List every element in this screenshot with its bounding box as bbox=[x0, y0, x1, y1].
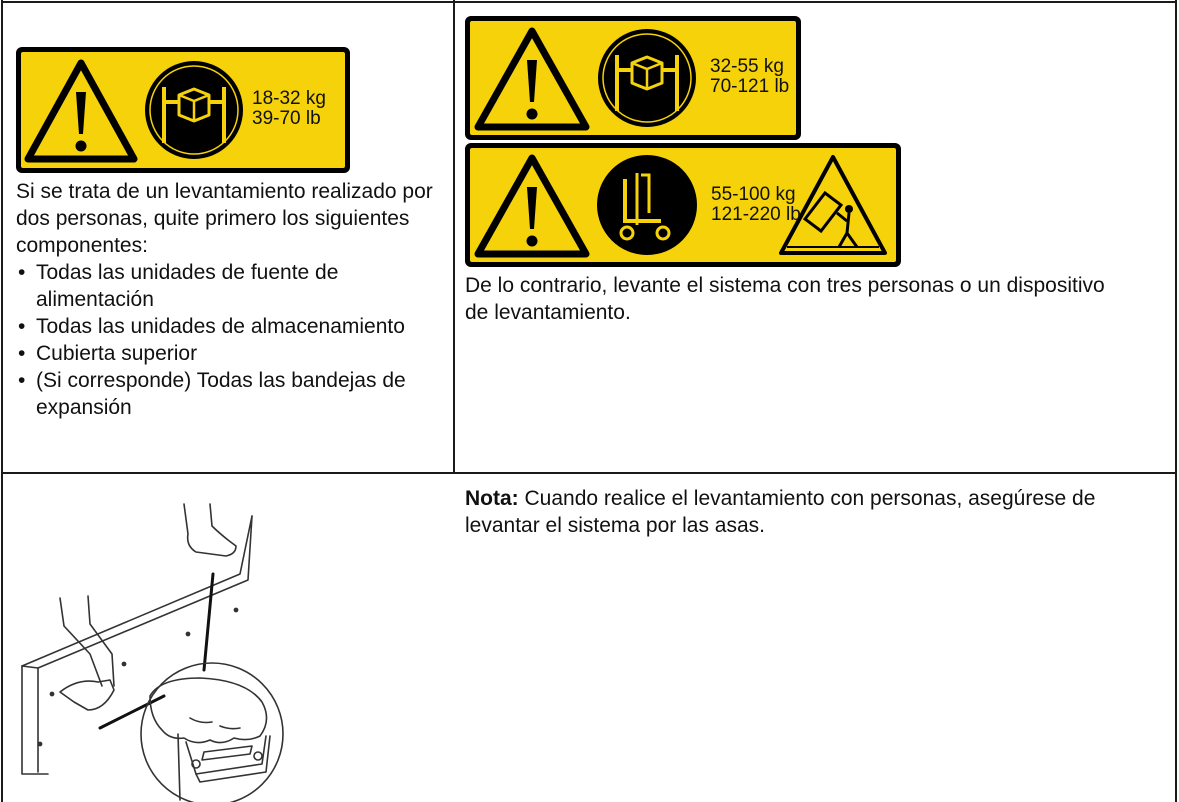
table-row-divider bbox=[1, 472, 1177, 474]
cell-three-person-lift: 32-55 kg 70-121 lb bbox=[455, 0, 1175, 472]
intro-text: Si se trata de un levantamiento realizad… bbox=[16, 180, 433, 257]
table-top-border bbox=[1, 1, 1177, 3]
weight-kg: 55-100 kg bbox=[711, 184, 796, 205]
table-column-divider bbox=[453, 0, 455, 474]
list-item: (Si corresponde) Todas las bandejas de e… bbox=[16, 367, 441, 421]
lift-device-icon bbox=[597, 155, 697, 255]
weight-lb: 70-121 lb bbox=[710, 76, 790, 97]
weight-kg: 18-32 kg bbox=[252, 88, 326, 109]
cell-lifting-illustration bbox=[0, 474, 453, 802]
list-item: Todas las unidades de fuente de alimenta… bbox=[16, 259, 441, 313]
three-person-lift-text: De lo contrario, levante el sistema con … bbox=[465, 274, 1105, 324]
warning-label-32-55kg: 32-55 kg 70-121 lb bbox=[465, 16, 801, 140]
two-person-lift-instructions: Si se trata de un levantamiento realizad… bbox=[16, 178, 441, 421]
list-item: Todas las unidades de almacenamiento bbox=[16, 313, 441, 340]
warning-triangle-icon bbox=[474, 27, 590, 131]
warning-label-55-100kg: 55-100 kg 121-220 lb bbox=[465, 143, 901, 267]
weight-lb: 39-70 lb bbox=[252, 108, 321, 129]
cell-note: Nota: Cuando realice el levantamiento co… bbox=[455, 474, 1175, 802]
weight-kg: 32-55 kg bbox=[710, 56, 784, 77]
tip-over-hazard-icon bbox=[779, 155, 887, 255]
warning-triangle-icon bbox=[474, 154, 590, 258]
two-person-lift-icon bbox=[598, 29, 696, 127]
note-label: Nota: bbox=[465, 487, 519, 510]
cell-two-person-lift: 18-32 kg 39-70 lb Si se trata de un leva… bbox=[0, 0, 453, 472]
note-text: Cuando realice el levantamiento con pers… bbox=[465, 487, 1096, 537]
two-person-lift-icon bbox=[145, 61, 243, 159]
list-item: Cubierta superior bbox=[16, 340, 441, 367]
warning-label-18-32kg: 18-32 kg 39-70 lb bbox=[16, 47, 350, 173]
hands-lifting-by-handles-illustration bbox=[21, 503, 284, 802]
warning-triangle-icon bbox=[24, 59, 138, 163]
table-right-border bbox=[1175, 0, 1177, 802]
table-left-border bbox=[1, 0, 3, 802]
note: Nota: Cuando realice el levantamiento co… bbox=[465, 485, 1165, 539]
weight-lb: 121-220 lb bbox=[711, 204, 801, 225]
components-list: Todas las unidades de fuente de alimenta… bbox=[16, 259, 441, 421]
